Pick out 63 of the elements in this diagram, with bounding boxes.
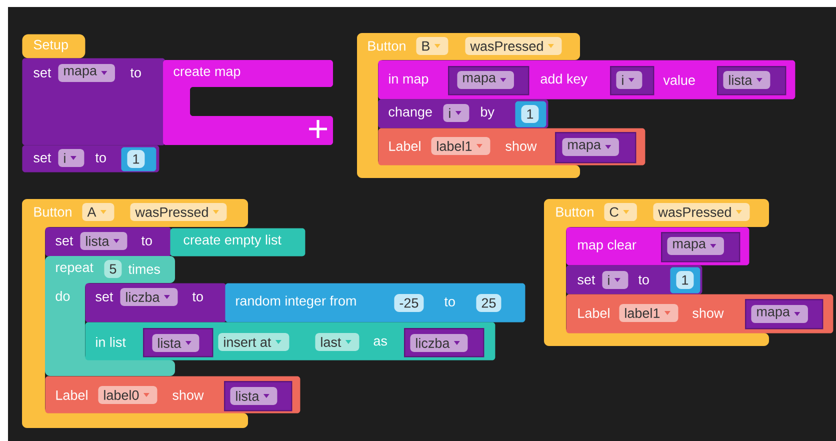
- block-label: to: [141, 236, 152, 246]
- dropdown: i: [616, 71, 642, 89]
- dropdown: lista: [152, 334, 200, 352]
- block-label: create map: [174, 67, 240, 79]
- block-label: set: [34, 68, 52, 78]
- block-label: Label: [56, 390, 88, 400]
- dropdown: mapa: [457, 71, 514, 89]
- dropdown: mapa: [751, 305, 808, 323]
- block-label: show: [172, 390, 204, 400]
- block-label: set: [96, 292, 114, 302]
- block-label: change: [388, 106, 432, 120]
- block-label: map clear: [578, 240, 636, 252]
- block-label: by: [481, 106, 494, 120]
- block-label: set: [34, 154, 52, 162]
- block-label: Button: [368, 41, 406, 51]
- dropdown: A: [82, 203, 114, 221]
- dropdown: label1: [619, 304, 678, 322]
- block-label: to: [95, 154, 106, 162]
- dropdown: lista: [80, 232, 128, 250]
- block-label: value: [663, 75, 695, 85]
- dropdown: lista: [723, 71, 770, 89]
- block-label: Setup: [34, 40, 68, 52]
- dropdown: wasPressed: [653, 203, 750, 221]
- number-field: 25: [476, 294, 502, 312]
- block-label: show: [692, 308, 724, 318]
- dropdown: i: [58, 149, 84, 167]
- dropdown: wasPressed: [130, 203, 227, 221]
- block-label: repeat: [56, 263, 94, 275]
- block-label: do: [56, 291, 70, 301]
- block-label: to: [638, 276, 649, 284]
- block-label: create empty list: [184, 234, 282, 248]
- dropdown: mapa: [562, 138, 619, 156]
- dropdown: mapa: [58, 64, 115, 82]
- dropdown: B: [416, 37, 448, 55]
- block-label: Button: [34, 207, 72, 217]
- block-label: show: [506, 141, 537, 151]
- dropdown: i: [602, 271, 628, 289]
- dropdown: lista: [230, 387, 278, 405]
- dropdown: C: [604, 203, 637, 221]
- block-label: to: [192, 292, 203, 302]
- block-label: in map: [389, 74, 428, 86]
- dropdown: wasPressed: [465, 37, 562, 55]
- block-label: Label: [578, 308, 610, 318]
- dropdown: label0: [98, 386, 158, 404]
- block-label: set: [56, 236, 74, 246]
- number-field: -25: [394, 294, 424, 312]
- block-label: random integer from: [236, 296, 356, 308]
- block-label: Button: [556, 207, 594, 217]
- block-label: Label: [389, 141, 420, 151]
- dropdown: i: [443, 104, 470, 122]
- dropdown: last: [315, 333, 360, 351]
- dropdown: liczba: [120, 288, 178, 306]
- block-label: set: [578, 276, 596, 284]
- dropdown: mapa: [667, 237, 724, 255]
- block-label: as: [374, 338, 387, 346]
- dropdown: liczba: [410, 334, 468, 352]
- block-label: times: [128, 264, 160, 274]
- block-label: in list: [96, 337, 126, 347]
- dropdown: insert at: [218, 333, 290, 351]
- dropdown: label1: [431, 137, 490, 155]
- block-label: add key: [540, 74, 588, 86]
- block-label: to: [444, 298, 455, 306]
- block-label: to: [130, 68, 141, 78]
